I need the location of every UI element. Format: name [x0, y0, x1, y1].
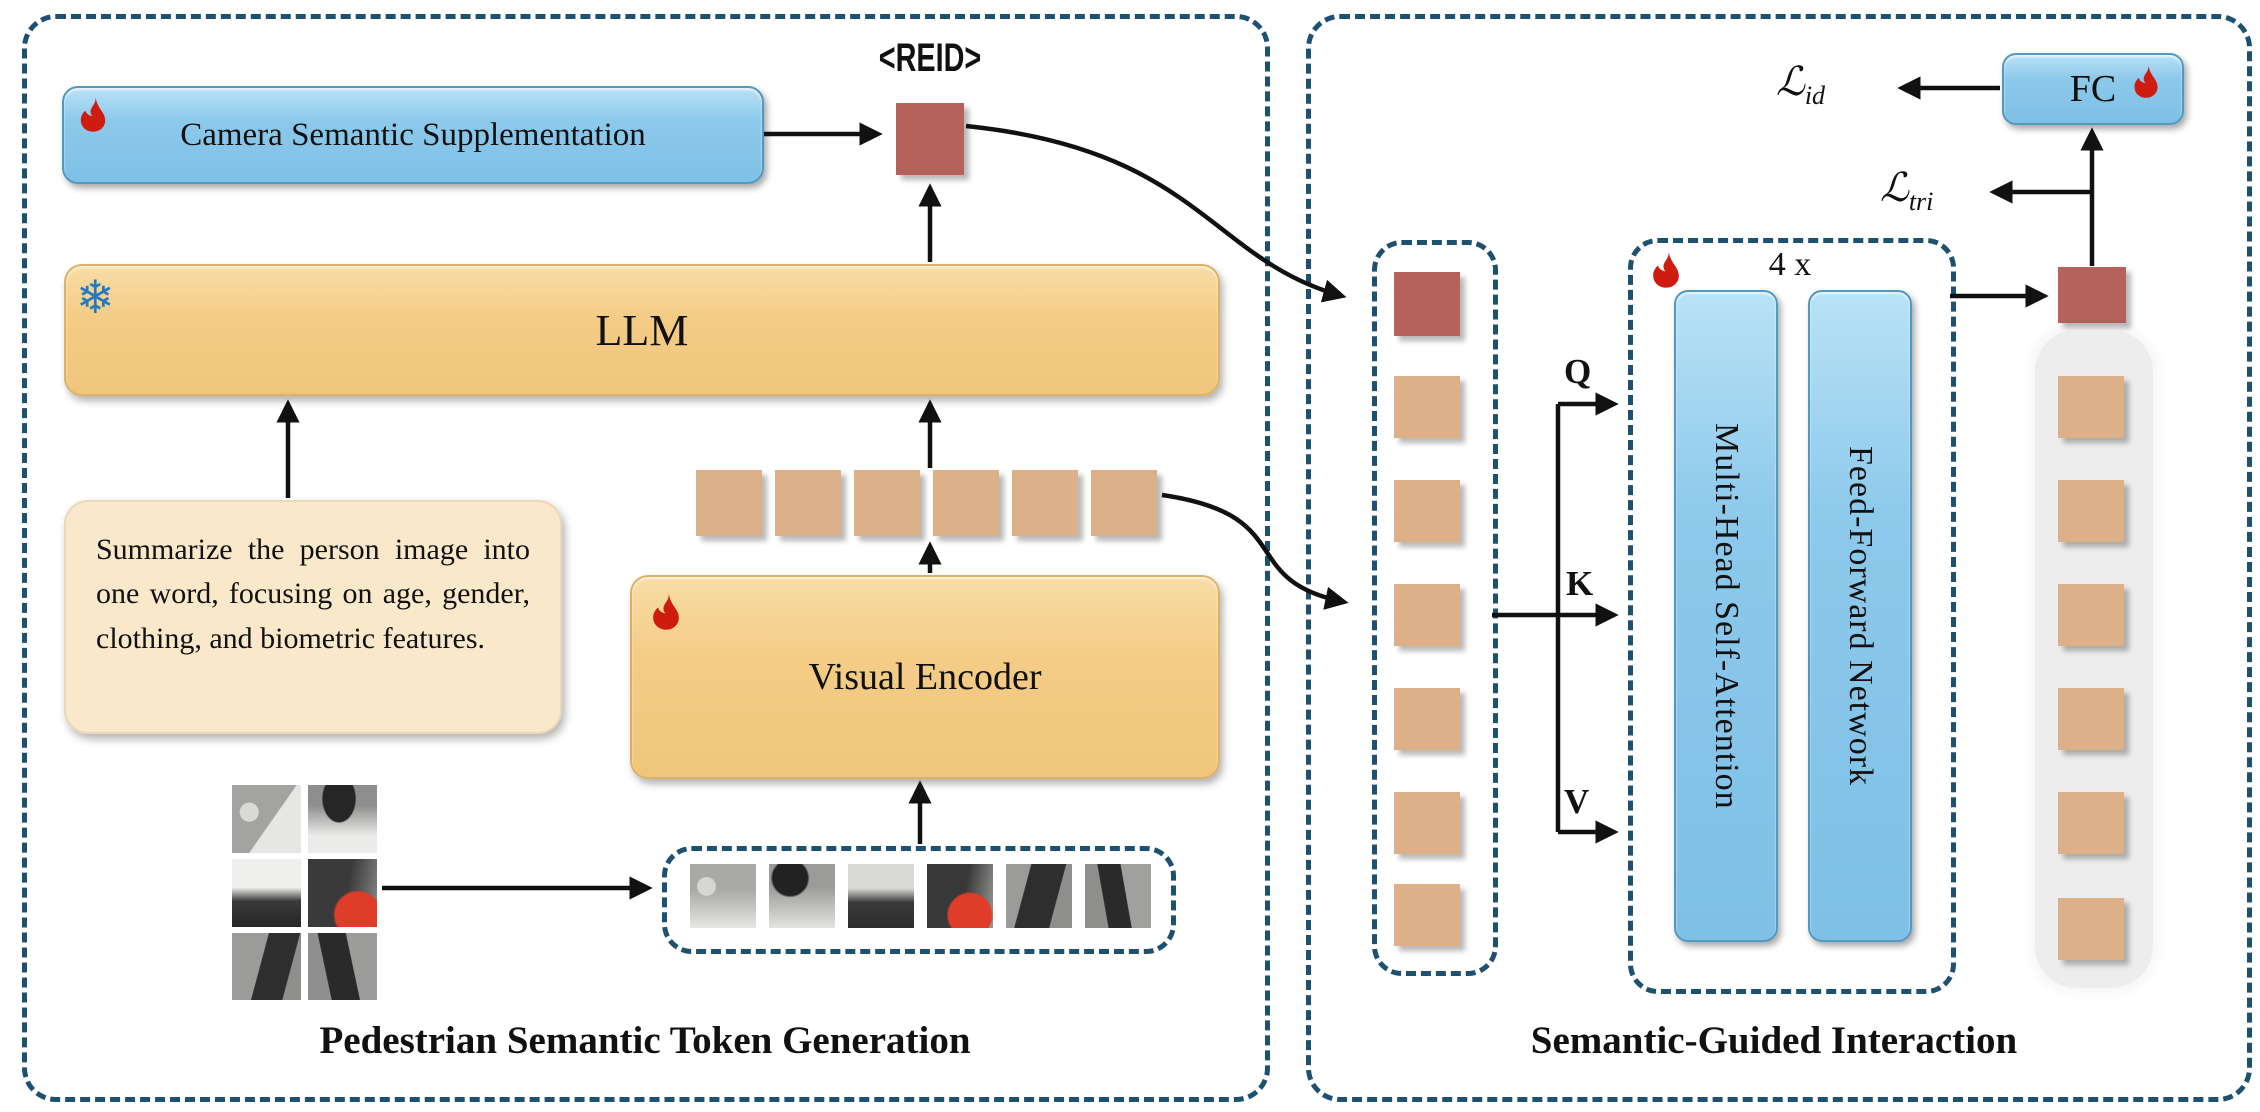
visual-token	[2058, 584, 2124, 646]
snowflake-icon: ❄	[76, 270, 115, 324]
flame-icon	[2134, 64, 2158, 98]
person-cell	[232, 933, 301, 1000]
patch-thumb	[1006, 864, 1072, 928]
visual-token	[933, 470, 999, 536]
visual-token	[2058, 898, 2124, 960]
visual-token	[775, 470, 841, 536]
left-panel-caption: Pedestrian Semantic Token Generation	[319, 1019, 971, 1062]
ffn-label: Feed-Forward Network	[1842, 445, 1879, 787]
llm-box: LLM	[64, 264, 1220, 396]
query-label: Q	[1564, 352, 1592, 391]
transformer-block-border	[1628, 238, 1956, 994]
flame-icon	[80, 96, 106, 132]
reid-token-square	[896, 103, 964, 175]
person-cell	[232, 859, 301, 927]
visual-token	[854, 470, 920, 536]
visual-token	[1394, 688, 1460, 750]
loss-tri-symbol: ℒ	[1880, 165, 1909, 211]
visual-token	[1091, 470, 1157, 536]
visual-token	[2058, 480, 2124, 542]
visual-token	[1394, 584, 1460, 646]
output-reid-token	[2058, 267, 2126, 323]
key-label: K	[1566, 564, 1594, 603]
patch-strip-border	[662, 846, 1176, 954]
flame-icon	[653, 592, 679, 630]
mhsa-box: Multi-Head Self-Attention	[1674, 290, 1778, 942]
mhsa-label: Multi-Head Self-Attention	[1708, 422, 1745, 810]
visual-token	[2058, 688, 2124, 750]
loss-id-label: ℒid	[1776, 58, 1825, 111]
visual-token	[1012, 470, 1078, 536]
llm-label: LLM	[595, 305, 689, 355]
loss-id-symbol: ℒ	[1776, 59, 1805, 105]
patch-thumb	[848, 864, 914, 928]
reid-token-label: <REID>	[878, 36, 982, 80]
output-token-container	[2035, 330, 2153, 988]
visual-token	[2058, 792, 2124, 854]
patch-thumb	[769, 864, 835, 928]
visual-token	[696, 470, 762, 536]
loss-id-sub: id	[1804, 81, 1826, 110]
reid-token-square	[1394, 272, 1460, 336]
prompt-text: Summarize the person image into one word…	[96, 533, 530, 655]
patch-thumb	[690, 864, 756, 928]
visual-token	[1394, 480, 1460, 542]
visual-token	[2058, 376, 2124, 438]
person-cell	[308, 859, 377, 927]
patch-thumb	[927, 864, 993, 928]
visual-encoder-label: Visual Encoder	[808, 656, 1042, 698]
person-cell	[308, 933, 377, 1000]
prompt-box: Summarize the person image into one word…	[64, 500, 562, 734]
camera-box-label: Camera Semantic Supplementation	[180, 116, 646, 153]
flame-icon	[1653, 250, 1679, 288]
person-cell	[308, 785, 377, 853]
ffn-box: Feed-Forward Network	[1808, 290, 1912, 942]
visual-token	[1394, 792, 1460, 854]
repeat-count-label: 4 x	[1768, 246, 1812, 283]
value-label: V	[1564, 782, 1590, 821]
visual-encoder-box: Visual Encoder	[630, 575, 1220, 779]
token-column-border	[1372, 240, 1498, 976]
fc-label: FC	[2069, 68, 2117, 110]
visual-token	[1394, 376, 1460, 438]
loss-tri-label: ℒtri	[1880, 164, 1933, 217]
right-panel-caption: Semantic-Guided Interaction	[1530, 1019, 2018, 1062]
patch-thumb	[1085, 864, 1151, 928]
camera-semantic-supplementation-box: Camera Semantic Supplementation	[62, 86, 764, 184]
visual-token	[1394, 884, 1460, 946]
person-cell	[232, 785, 301, 853]
loss-tri-sub: tri	[1908, 187, 1934, 216]
